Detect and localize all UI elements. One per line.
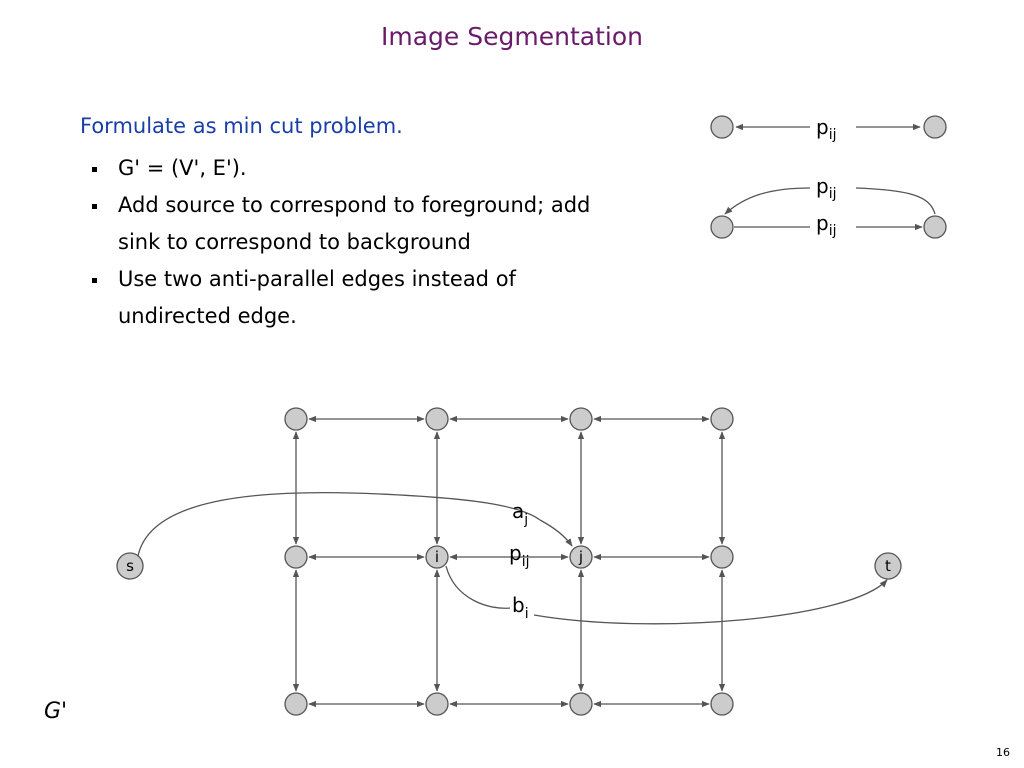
grid-node [425,407,449,431]
legend-node-left-2 [710,215,734,239]
legend-node-right-2 [923,215,947,239]
edge-b-label: bi [512,593,529,622]
grid-node [710,407,734,431]
edge-i-to-t-curve-a [445,565,511,609]
edge-a-label: aj [512,499,528,528]
graph-label: G' [44,699,68,724]
node-i-label: i [435,548,439,566]
bullet-square-icon [92,167,97,172]
edge-s-to-j-curve [137,491,541,557]
legend-node-left [710,115,734,139]
legend-top-label: pij [816,115,836,143]
node-j-label: j [578,548,583,566]
grid-node [710,692,734,716]
legend-node-right [923,115,947,139]
sink-node [874,552,902,580]
legend: pij pij pij [710,115,947,239]
edge-i-to-t-curve-b [533,579,888,625]
bullet-item: Add source to correspond to foreground; … [88,187,628,261]
edge-s-to-j-arrow [539,519,573,547]
grid-node [569,545,593,569]
legend-curve-left [724,187,811,215]
legend-curve-right [855,187,936,215]
page-number: 16 [996,746,1010,759]
sink-node-label: t [885,557,891,575]
edge-p-label: pij [509,541,529,570]
grid-node [284,407,308,431]
legend-upper-label: pij [816,174,836,202]
bullet-text: Use two anti-parallel edges instead of u… [118,267,516,328]
grid-node [710,545,734,569]
source-node [116,552,144,580]
grid-node [425,545,449,569]
bullet-list: G' = (V', E'). Add source to correspond … [88,150,628,335]
grid-node [284,692,308,716]
legend-lower-label: pij [816,211,836,239]
grid-node [425,692,449,716]
bullet-square-icon [92,278,97,283]
source-node-label: s [126,557,134,575]
grid-node [284,545,308,569]
intro-text: Formulate as min cut problem. [80,114,403,138]
bullet-square-icon [92,204,97,209]
bullet-item: G' = (V', E'). [88,150,628,187]
grid-edges [292,415,726,708]
grid-node [569,692,593,716]
bullet-item: Use two anti-parallel edges instead of u… [88,261,628,335]
grid-node [569,407,593,431]
bullet-text: G' = (V', E'). [118,156,247,180]
slide-title: Image Segmentation [381,22,643,51]
bullet-text: Add source to correspond to foreground; … [118,193,591,254]
